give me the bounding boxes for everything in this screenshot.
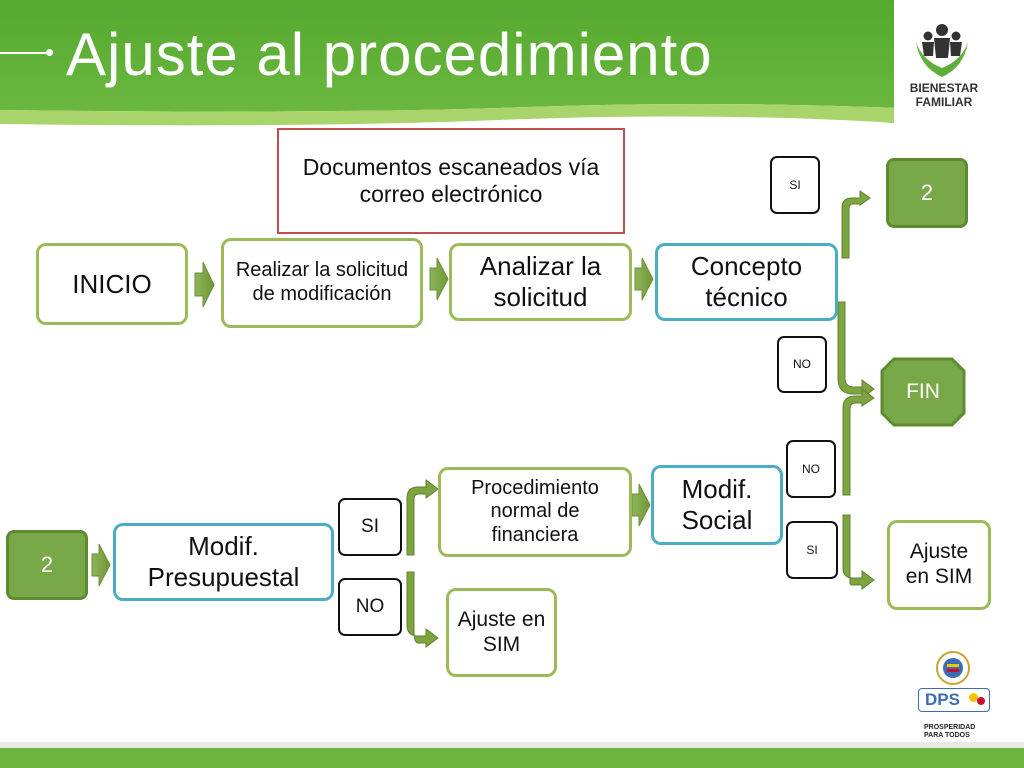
arrow-concepto-to-fin [837,301,875,399]
arrow-concepto-to-two [841,190,871,259]
prosperidad-logo: PROSPERIDAD PARA TODOS [924,724,984,740]
header-band [0,0,1024,127]
node-analizar-solicitud: Analizar la solicitud [449,243,632,321]
node-modif-presupuestal: Modif. Presupuestal [113,523,334,601]
logo-text-bienestar: BIENESTAR [909,81,979,95]
prosperidad-line2: PARA TODOS [924,732,970,739]
node-concepto-tecnico: Concepto técnico [655,243,838,321]
footer-line [0,742,1024,748]
logo-text-familiar: FAMILIAR [915,95,973,109]
colombia-seal-icon [936,651,970,685]
title-bullet-dot [46,49,53,56]
footer-band [0,748,1024,768]
arrow-presupuestal-to-procedimiento [406,479,439,556]
slide-title: Ajuste al procedimiento [66,21,713,88]
arrow-social-to-fin [842,388,875,496]
decision-no-concepto: NO [777,336,827,393]
title-bullet-line [0,52,48,54]
arrow-inicio-to-realizar [194,261,215,308]
node-fin: FIN [906,380,940,403]
connector-two-top: 2 [886,158,968,228]
fin-octagon-shape [880,357,966,427]
node-ajuste-sim-bottom: Ajuste en SIM [446,588,557,677]
node-modif-social: Modif. Social [651,465,783,545]
connector-two-left: 2 [6,530,88,600]
arrow-procedimiento-to-social [631,483,651,527]
decision-no-social: NO [786,440,836,498]
node-inicio: INICIO [36,243,188,325]
node-ajuste-sim-right: Ajuste en SIM [887,520,991,610]
decision-si-social: SI [786,521,838,579]
dps-logo: DPS [918,688,990,712]
node-procedimiento-normal: Procedimiento normal de financiera [438,467,632,557]
decision-si-presupuestal: SI [338,498,402,556]
family-icon [916,24,968,77]
arrow-analizar-to-concepto [634,257,654,301]
arrow-realizar-to-analizar [429,257,449,301]
dps-dot-icon [969,693,978,702]
prosperidad-line1: PROSPERIDAD [924,724,976,731]
dps-logo-text: DPS [925,690,960,709]
node-realizar-solicitud: Realizar la solicitud de modificación [221,238,423,328]
arrow-social-to-ajuste [842,514,875,590]
bienestar-familiar-logo: BIENESTAR FAMILIAR [894,0,1024,135]
arrow-two-to-presupuestal [91,543,111,587]
dps-dot-icon [977,697,985,705]
arrow-presupuestal-to-ajuste [406,571,439,648]
decision-si-concepto: SI [770,156,820,214]
decision-no-presupuestal: NO [338,578,402,636]
scanned-documents-note: Documentos escaneados vía correo electró… [277,128,625,234]
